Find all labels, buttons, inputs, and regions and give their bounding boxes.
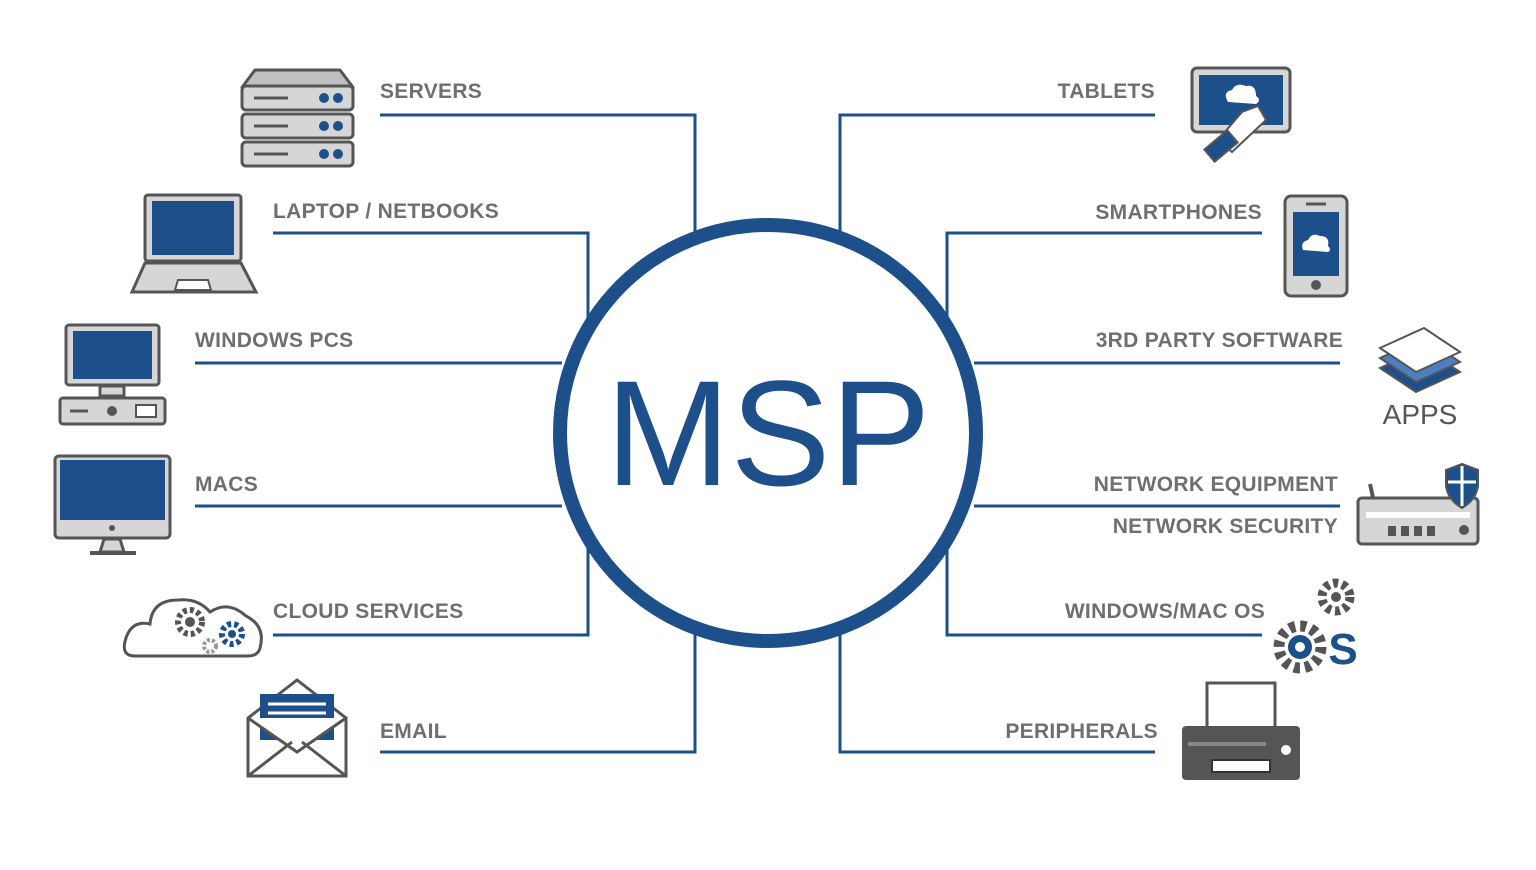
connector-servers [380, 113, 697, 235]
label-network-security: NETWORK SECURITY [1113, 515, 1338, 538]
connector-smartphones [945, 231, 1262, 320]
envelope-icon [246, 678, 348, 778]
label-email: EMAIL [380, 720, 447, 743]
imac-icon [53, 454, 172, 555]
label-macs: MACS [195, 473, 258, 496]
label-peripherals: PERIPHERALS [1005, 720, 1158, 743]
connector-cloud [273, 548, 590, 637]
label-windows-pcs: WINDOWS PCS [195, 329, 353, 352]
label-cloud-services: CLOUD SERVICES [273, 600, 464, 623]
laptop-icon [129, 193, 259, 294]
label-third-party-software: 3RD PARTY SOFTWARE [1096, 329, 1343, 352]
os-gears-icon: S [1273, 578, 1358, 674]
router-shield-icon [1356, 462, 1480, 546]
connector-laptops [273, 231, 590, 320]
label-laptops: LAPTOP / NETBOOKS [273, 200, 499, 223]
printer-icon [1182, 681, 1300, 780]
desktop-pc-icon [58, 323, 167, 426]
msp-circle [553, 218, 983, 648]
connector-os [945, 548, 1262, 637]
tablet-touch-icon [1190, 66, 1292, 164]
cloud-gears-icon [122, 598, 263, 658]
connector-email [380, 632, 697, 754]
connector-tablets [838, 113, 1155, 235]
apps-stack-icon [1377, 326, 1463, 394]
msp-title: MSP [605, 349, 930, 517]
smartphone-icon [1283, 194, 1349, 298]
label-windows-mac-os: WINDOWS/MAC OS [1065, 600, 1265, 623]
label-smartphones: SMARTPHONES [1095, 201, 1262, 224]
server-rack-icon [240, 68, 355, 168]
apps-caption: APPS [1383, 399, 1458, 430]
svg-text:S: S [1328, 625, 1357, 674]
connector-peripherals [838, 632, 1155, 754]
label-servers: SERVERS [380, 80, 482, 103]
label-tablets: TABLETS [1058, 80, 1155, 103]
label-network-equipment: NETWORK EQUIPMENT [1094, 473, 1338, 496]
